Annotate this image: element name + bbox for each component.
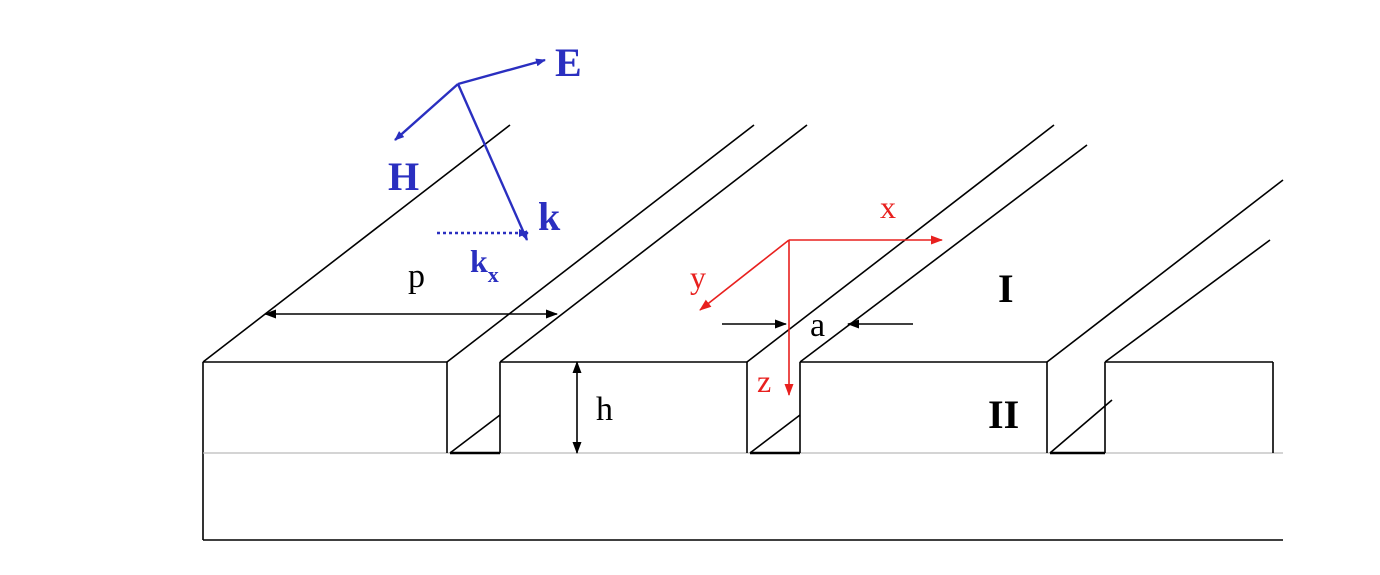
grating-structure <box>202 124 1284 541</box>
label-p: p <box>408 258 425 295</box>
label-y: y <box>690 259 706 295</box>
label-z: z <box>757 363 771 399</box>
coordinate-axes <box>699 235 943 396</box>
y-axis-arrow <box>699 239 790 311</box>
label-x: x <box>880 189 896 225</box>
label-kx-main: k <box>470 243 488 279</box>
dimension-markers <box>264 309 913 454</box>
wave-vectors <box>394 58 546 241</box>
label-kx-sub: x <box>488 262 499 287</box>
label-e: E <box>555 40 582 85</box>
h-field-arrow <box>394 83 459 141</box>
region-ii-label: II <box>988 392 1019 437</box>
e-field-arrow <box>457 58 546 86</box>
label-h: H <box>388 154 419 199</box>
label-k: k <box>538 194 561 239</box>
region-i-label: I <box>998 266 1014 311</box>
label-h-height: h <box>596 391 613 428</box>
k-vector-arrow <box>456 83 529 241</box>
label-kx: kx <box>470 243 499 287</box>
label-a: a <box>810 307 825 344</box>
